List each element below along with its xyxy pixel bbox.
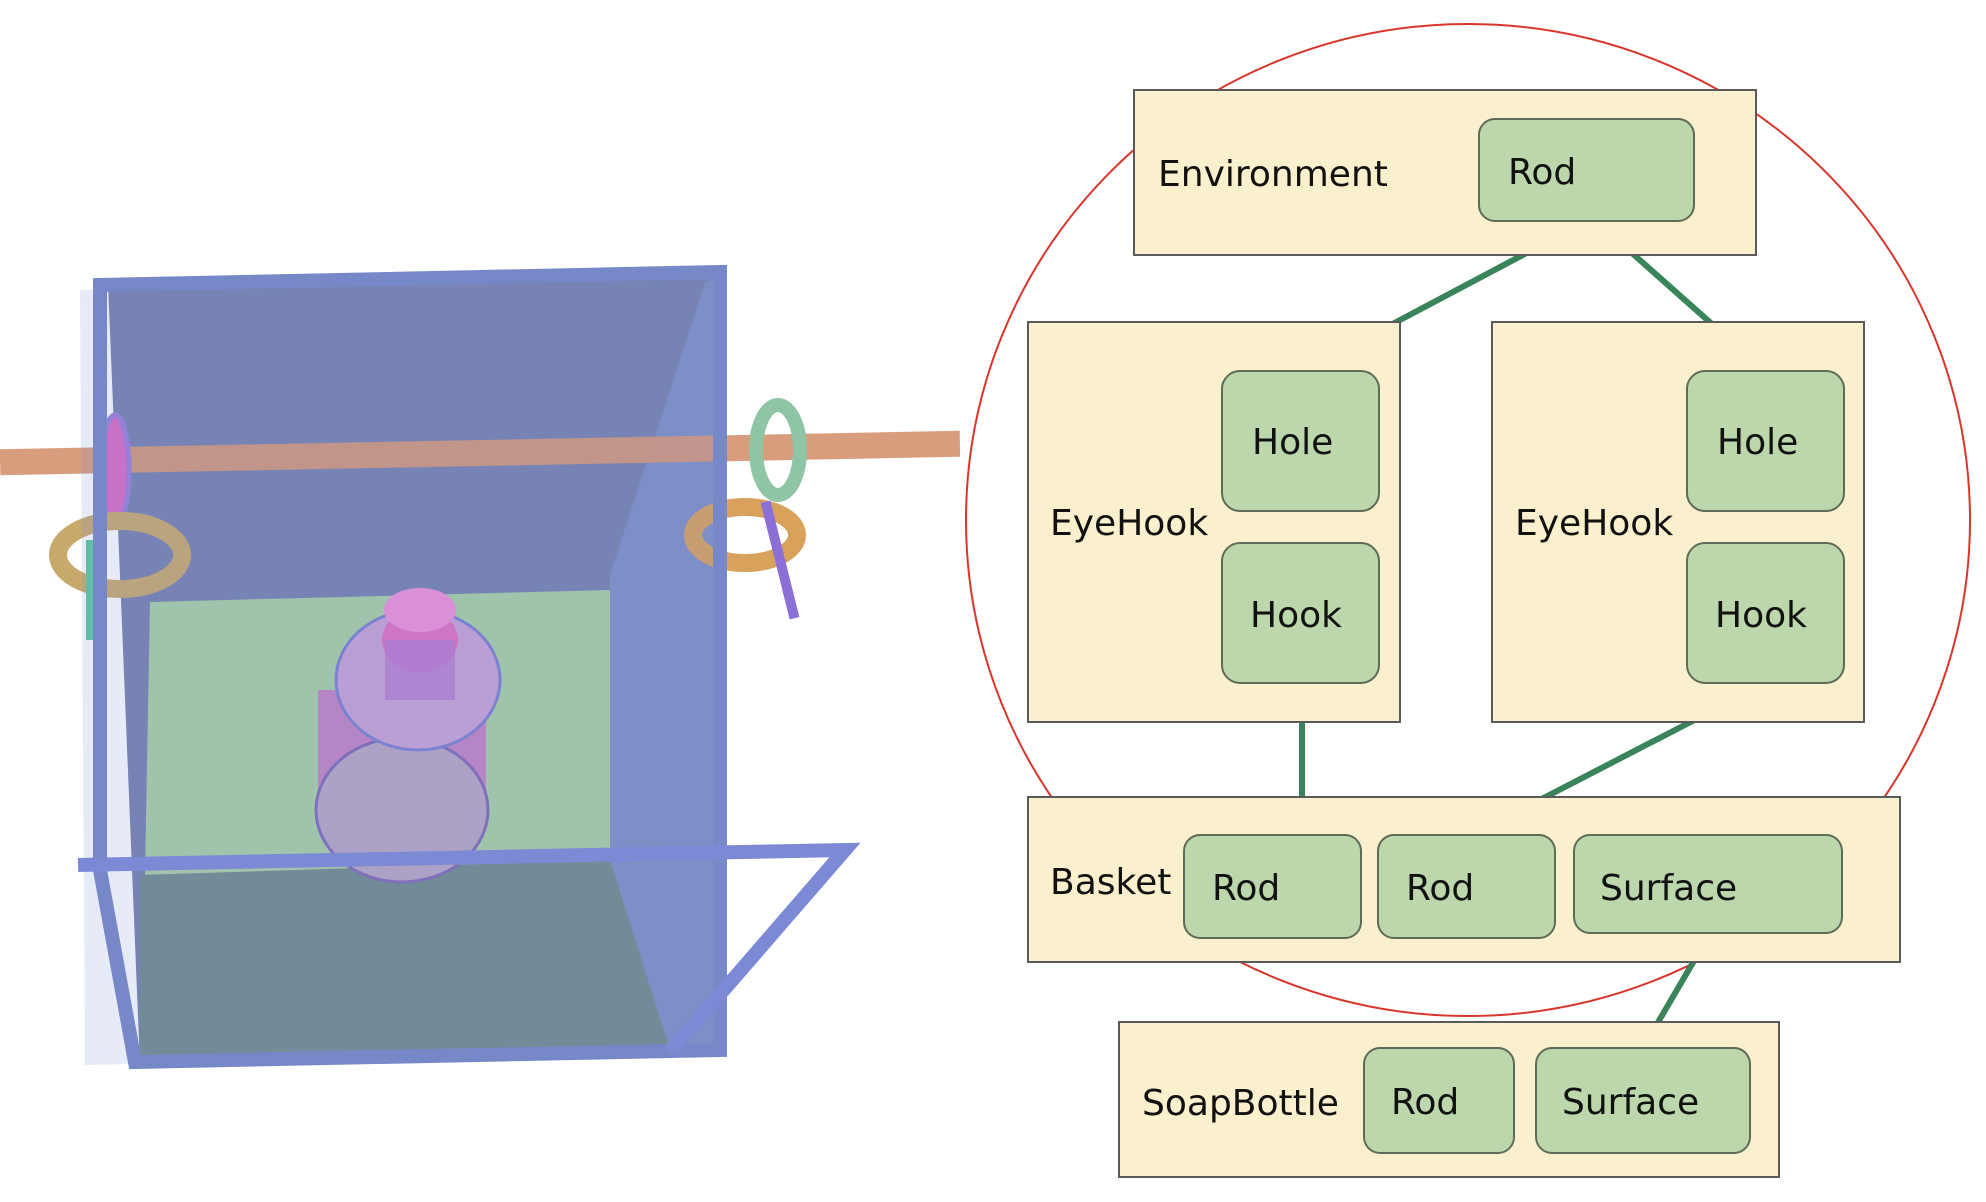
group-eyehook-right: EyeHook Hole Hook xyxy=(1491,321,1865,723)
group-label-basket: Basket xyxy=(1050,862,1171,903)
scope-circle xyxy=(965,23,1971,1017)
group-label-soapbottle: SoapBottle xyxy=(1142,1083,1339,1124)
node-basket-surface xyxy=(1573,834,1843,934)
soap-bottle-3d xyxy=(314,588,502,884)
node-left-hook xyxy=(1221,542,1380,684)
basket-front-lower xyxy=(140,860,670,1060)
group-basket: Basket Rod Rod Surface xyxy=(1027,796,1901,963)
node-label-soap-rod: Rod xyxy=(1391,1082,1459,1123)
node-basket-rod-2 xyxy=(1377,834,1556,939)
node-basket-rod-1 xyxy=(1183,834,1362,939)
node-label-soap-surface: Surface xyxy=(1562,1082,1699,1123)
right-eyehook-3d xyxy=(684,398,807,620)
node-label-right-hook: Hook xyxy=(1715,595,1807,636)
group-environment: Environment Rod xyxy=(1133,89,1757,256)
node-label-environment-rod: Rod xyxy=(1508,152,1576,193)
basket-scene-illustration xyxy=(0,264,961,1070)
node-right-hook xyxy=(1686,542,1845,684)
node-soap-rod xyxy=(1363,1047,1515,1154)
node-soap-surface xyxy=(1535,1047,1751,1154)
group-label-environment: Environment xyxy=(1158,154,1388,195)
node-label-basket-rod-1: Rod xyxy=(1212,868,1280,909)
node-label-right-hole: Hole xyxy=(1717,422,1798,463)
node-label-left-hole: Hole xyxy=(1252,422,1333,463)
group-eyehook-left: EyeHook Hole Hook xyxy=(1027,321,1401,723)
basket-frame-front-top xyxy=(77,842,861,1057)
node-label-left-hook: Hook xyxy=(1250,595,1342,636)
group-soapbottle: SoapBottle Rod Surface xyxy=(1118,1021,1780,1178)
group-label-eyehook-left: EyeHook xyxy=(1050,503,1208,544)
node-left-hole xyxy=(1221,370,1380,512)
node-environment-rod xyxy=(1478,118,1695,222)
group-label-eyehook-right: EyeHook xyxy=(1515,503,1673,544)
node-right-hole xyxy=(1686,370,1845,512)
node-label-basket-surface: Surface xyxy=(1600,868,1737,909)
node-label-basket-rod-2: Rod xyxy=(1406,868,1474,909)
basket-frame-outline xyxy=(93,264,727,1070)
